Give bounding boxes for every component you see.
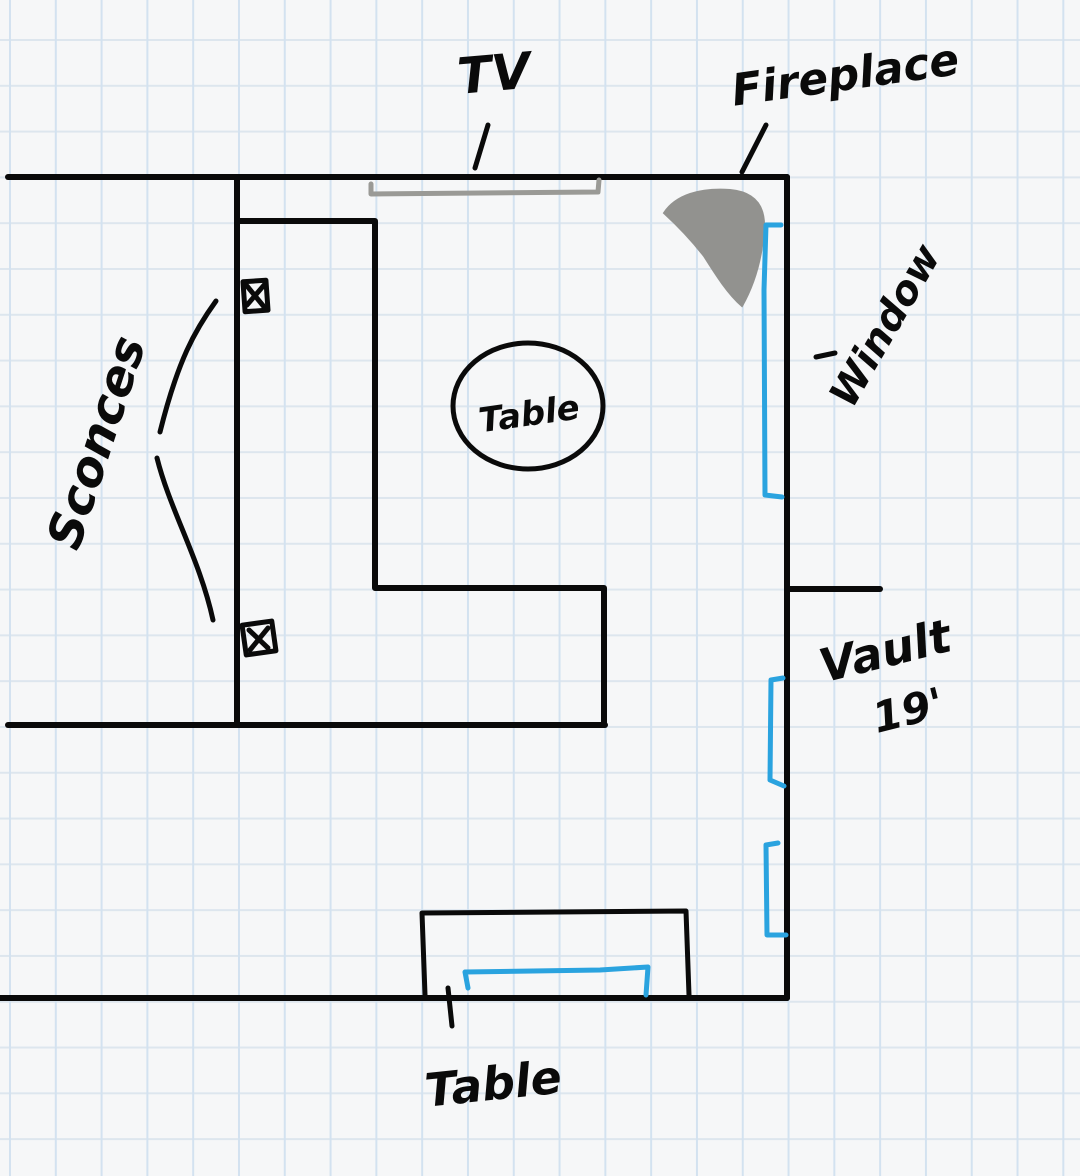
fireplace-leader xyxy=(739,122,769,175)
console-table-shape xyxy=(419,908,692,998)
window-lower-1 xyxy=(767,675,787,789)
tv-label: TV xyxy=(455,41,536,105)
fireplace-shape xyxy=(662,188,766,308)
tv-leader xyxy=(472,122,491,171)
window-label: Window xyxy=(821,236,951,415)
tv: TV xyxy=(368,41,602,197)
sconce-icon xyxy=(239,618,279,658)
round-table-label: Table xyxy=(476,388,582,442)
table-leader xyxy=(445,985,455,1029)
round-table-shape xyxy=(450,340,606,472)
outer-walls xyxy=(0,174,883,1001)
console-table: Table xyxy=(419,908,692,1118)
windows: Window xyxy=(462,222,951,998)
round-table: Table xyxy=(450,340,606,472)
window-lower-2 xyxy=(763,840,789,938)
window-upper xyxy=(761,222,785,500)
sconce-leader-lower xyxy=(154,455,216,623)
tv-shape xyxy=(368,177,602,197)
sconce-leader-upper xyxy=(157,298,219,435)
window-leader xyxy=(813,350,838,360)
window-bottom xyxy=(462,964,651,998)
sconces-label: Sconces xyxy=(36,329,157,555)
fireplace-label: Fireplace xyxy=(728,34,962,116)
vault-height-label: 19' xyxy=(868,678,949,743)
bottom-table-label: Table xyxy=(422,1050,564,1118)
sconce-icon xyxy=(240,277,271,315)
vault-note: Vault 19' xyxy=(814,608,959,743)
l-shaped-sofa xyxy=(234,218,607,728)
